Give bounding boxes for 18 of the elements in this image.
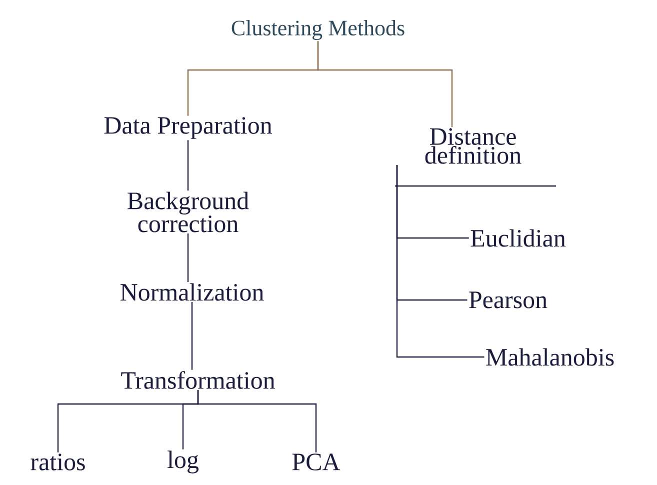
option-label: Euclidian (470, 229, 566, 247)
connector-line (187, 140, 189, 191)
option-label: ratios (30, 454, 85, 470)
option-label: Pearson (469, 292, 548, 308)
step-label: Background correction (128, 192, 249, 232)
option-label: PCA (292, 454, 340, 470)
step-label: Transformation (121, 371, 275, 389)
connector-line (317, 41, 453, 127)
connector-line (396, 165, 484, 358)
option-label: Mahalanobis (486, 348, 614, 366)
step-label: Data Preparation (104, 117, 272, 139)
connector-line (187, 233, 189, 282)
step-label: Normalization (120, 283, 264, 301)
title-text: Clustering Methods (232, 20, 404, 40)
connector-line (191, 302, 193, 370)
option-label: log (168, 450, 198, 474)
branch-label: Distance definition (425, 128, 522, 164)
connector-line (197, 390, 317, 452)
